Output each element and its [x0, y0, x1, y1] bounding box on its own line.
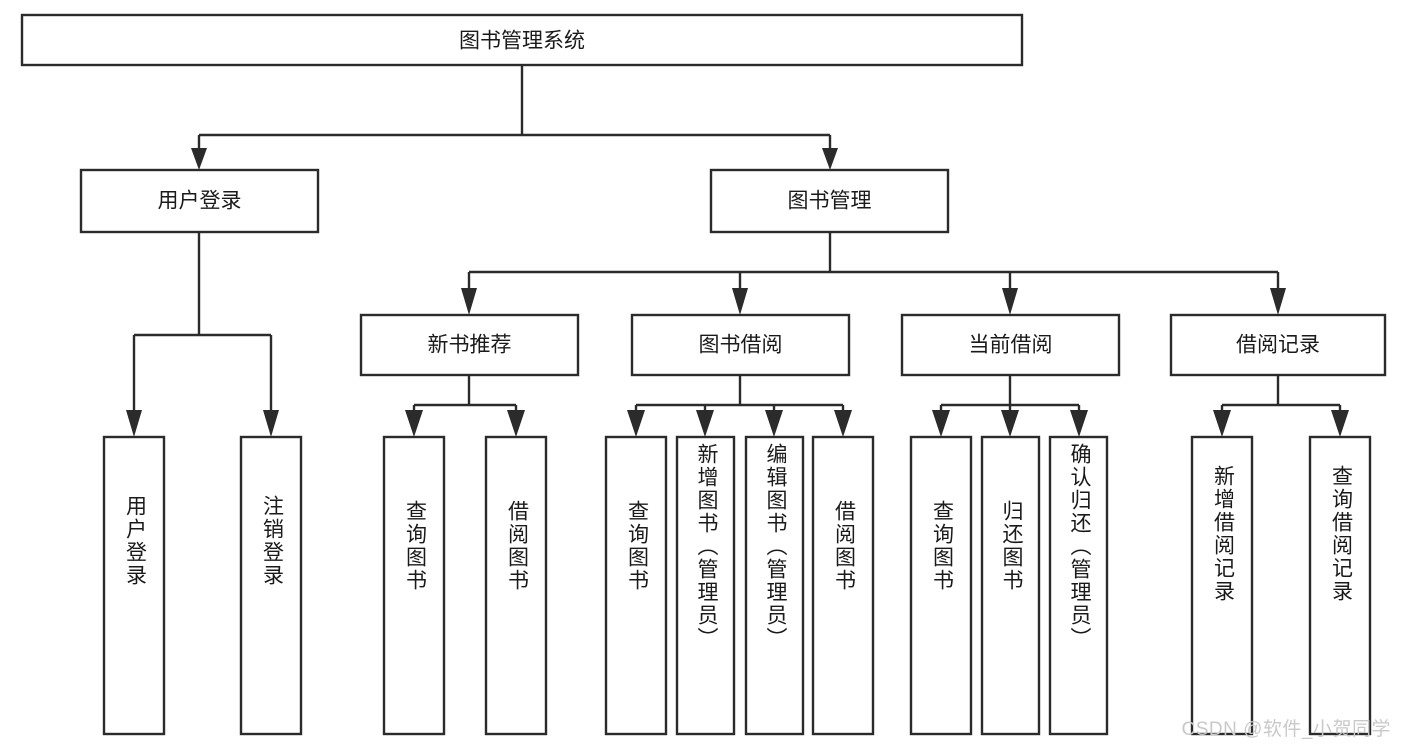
watermark-text: CSDN @软件_小贺同学 [1181, 719, 1391, 740]
node-box-root[interactable] [20, 13, 1024, 67]
leaf-box-bb-query[interactable] [604, 435, 668, 736]
connector-layer [126, 65, 1349, 437]
arrowhead-book-manage [822, 148, 838, 170]
leaf-box-cb-confirm[interactable] [1048, 435, 1109, 736]
node-box-borrow-record[interactable] [1169, 313, 1387, 377]
arrowhead-newbook-leaf-2 [507, 410, 525, 437]
leaf-box-newbook-borrow[interactable] [484, 435, 548, 736]
arrowhead-currentborrow [1002, 288, 1018, 315]
arrowhead-user-login [191, 148, 207, 170]
leaf-box-logout[interactable] [239, 435, 303, 736]
node-box-user-login[interactable] [79, 168, 320, 234]
arrowhead-borrowrecord-leaf-2 [1331, 410, 1349, 437]
node-box-book-manage[interactable] [709, 168, 950, 234]
arrowhead-currentborrow-leaf-3 [1070, 410, 1088, 437]
leaf-box-cb-query[interactable] [909, 435, 973, 736]
arrowhead-leaf-user-login [126, 410, 142, 437]
arrowhead-newbook [461, 288, 477, 315]
leaf-box-newbook-query[interactable] [382, 435, 446, 736]
arrowhead-newbook-leaf-1 [405, 410, 423, 437]
node-box-current-borrow[interactable] [900, 313, 1121, 377]
arrowhead-bookborrow-leaf-4 [834, 410, 852, 437]
node-label-user-login: 用户登录 [158, 190, 242, 213]
node-label-book-borrow: 图书借阅 [699, 334, 783, 357]
node-label-new-book: 新书推荐 [428, 334, 512, 357]
node-label-current-borrow: 当前借阅 [969, 334, 1053, 357]
arrowhead-bookborrow-leaf-1 [627, 410, 645, 437]
arrowhead-bookborrow [732, 288, 748, 315]
leaf-box-br-add[interactable] [1190, 435, 1254, 736]
node-box-book-borrow[interactable] [630, 313, 851, 377]
leaf-box-bb-add[interactable] [675, 435, 736, 736]
leaf-box-br-query[interactable] [1308, 435, 1372, 736]
leaf-box-bb-borrow[interactable] [811, 435, 875, 736]
arrowhead-borrowrecord [1270, 288, 1286, 315]
node-label-book-manage: 图书管理 [788, 190, 872, 213]
node-layer: 图书管理系统 用户登录 图书管理 新书推荐 图书借阅 当前借阅 借阅记录 [20, 13, 1387, 736]
leaf-box-user-login[interactable] [102, 435, 166, 736]
leaf-box-cb-return[interactable] [980, 435, 1041, 736]
arrowhead-currentborrow-leaf-2 [1001, 410, 1019, 437]
arrowhead-currentborrow-leaf-1 [932, 410, 950, 437]
node-label-root: 图书管理系统 [459, 30, 585, 53]
arrowhead-bookborrow-leaf-2 [696, 410, 714, 437]
arrowhead-bookborrow-leaf-3 [765, 410, 783, 437]
arrowhead-leaf-logout [263, 410, 279, 437]
node-label-borrow-record: 借阅记录 [1236, 334, 1320, 357]
leaf-box-bb-edit[interactable] [744, 435, 805, 736]
arrowhead-borrowrecord-leaf-1 [1213, 410, 1231, 437]
node-box-new-book[interactable] [359, 313, 580, 377]
